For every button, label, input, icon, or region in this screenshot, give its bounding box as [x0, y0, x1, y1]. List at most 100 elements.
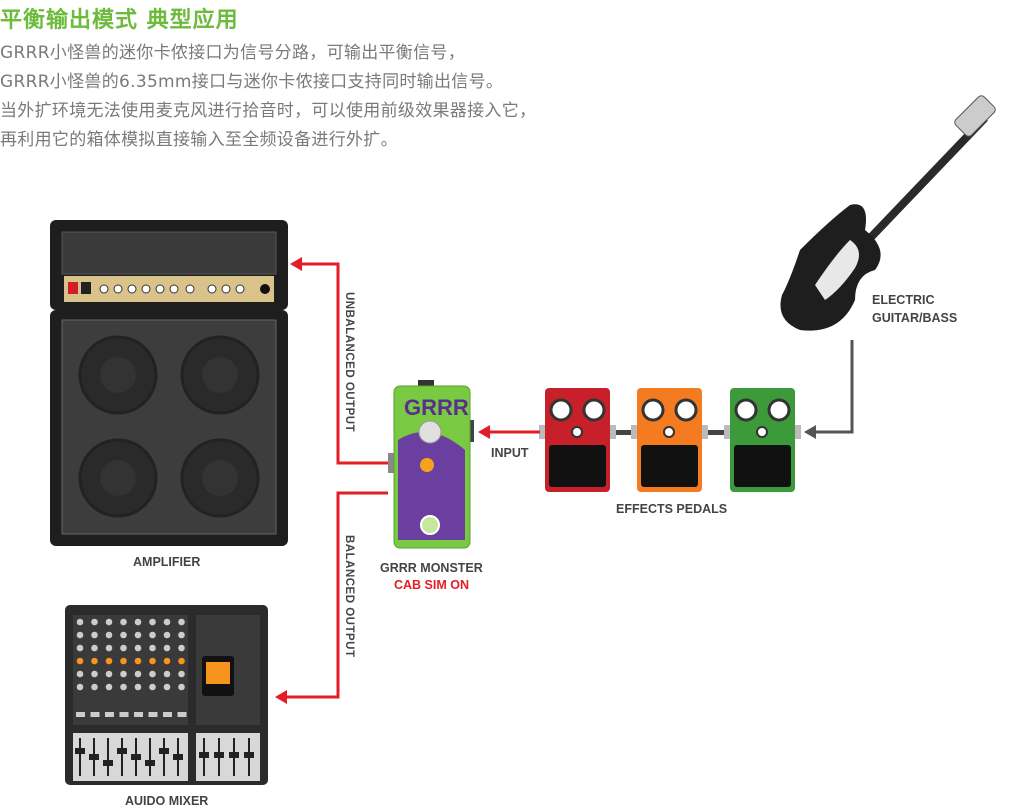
knob: [582, 398, 606, 422]
mixer-knob: [105, 618, 113, 626]
description-line-1: GRRR小怪兽的迷你卡侬接口为信号分路，可输出平衡信号，: [0, 43, 466, 63]
mixer-knob: [91, 644, 98, 652]
mixer-knob: [149, 670, 156, 678]
guitar-signal-arrow: [812, 340, 854, 434]
arrowhead-amplifier: [290, 257, 302, 271]
mixer-knob: [105, 644, 113, 652]
fader-cap: [214, 752, 224, 758]
mixer-knob: [105, 670, 113, 678]
mixer-button: [105, 712, 114, 717]
amplifier-label: AMPLIFIER: [133, 555, 201, 569]
mixer-knob: [149, 657, 156, 665]
knob: [734, 398, 758, 422]
fader-track: [107, 738, 109, 776]
fader-track: [121, 738, 123, 776]
mixer-knob: [134, 631, 142, 639]
mixer-knob: [163, 683, 171, 691]
mixer-button: [90, 712, 100, 717]
fader-cap: [199, 752, 209, 758]
mixer-button: [177, 712, 187, 717]
electric-guitar: [780, 95, 996, 331]
mixer-knob: [91, 618, 98, 626]
knob: [756, 426, 768, 438]
effects-pedal: [724, 388, 801, 492]
mixer-knob: [76, 644, 84, 652]
mixer-knob: [91, 670, 98, 678]
mixer-knob: [134, 657, 142, 665]
mixer-knob: [105, 631, 113, 639]
amplifier-cabinet: [50, 310, 288, 546]
mixer-knob: [163, 670, 171, 678]
fader-cap: [89, 754, 99, 760]
description-line-2: GRRR小怪兽的6.35mm接口与迷你卡侬接口支持同时输出信号。: [0, 72, 504, 92]
mixer-knob: [178, 644, 185, 652]
mixer-knob: [120, 618, 127, 626]
unbalanced-output-arrow: [298, 262, 388, 465]
mixer-knob: [76, 683, 84, 691]
mixer-knob: [178, 670, 185, 678]
guitar-label-line-2: GUITAR/BASS: [872, 311, 958, 325]
mixer-knob: [178, 618, 185, 626]
guitar-label-line-1: ELECTRIC: [872, 293, 935, 307]
mixer-knob: [178, 631, 185, 639]
effects-pedal: [539, 388, 616, 492]
mixer-knob: [134, 670, 142, 678]
pedal-label: GRRR MONSTER: [380, 561, 483, 575]
audio-mixer: [65, 605, 268, 785]
mixer-knob: [76, 618, 84, 626]
mixer-knob: [120, 683, 127, 691]
arrowhead-mixer: [275, 690, 287, 704]
mixer-knob: [91, 631, 98, 639]
mixer-button: [76, 712, 85, 717]
mixer-knob: [120, 631, 127, 639]
balanced-output-arrow: [283, 491, 388, 699]
mixer-knob: [163, 631, 171, 639]
knob: [663, 426, 675, 438]
knob: [641, 398, 665, 422]
mixer-knob: [149, 644, 156, 652]
mixer-knob: [76, 670, 84, 678]
description-line-3: 当外扩环境无法使用麦克风进行拾音时，可以使用前级效果器接入它，: [0, 101, 537, 121]
mixer-knob: [163, 644, 171, 652]
effects-pedal: [631, 388, 708, 492]
footswitch: [641, 445, 698, 487]
mixer-label: AUIDO MIXER: [125, 794, 209, 808]
mixer-button: [119, 712, 129, 717]
knob: [549, 398, 573, 422]
mixer-knob: [120, 644, 127, 652]
mixer-knob: [149, 618, 156, 626]
mixer-knob: [105, 657, 113, 665]
mixer-knob: [134, 644, 142, 652]
fader-track: [163, 738, 165, 776]
grrr-monster-pedal: GRRR: [388, 380, 474, 549]
mixer-button: [163, 712, 172, 717]
fader-cap: [173, 754, 183, 760]
footswitch: [734, 445, 791, 487]
mixer-knob: [120, 657, 127, 665]
unbalanced-output-label: UNBALANCED OUTPUT: [343, 292, 355, 433]
footswitch: [549, 445, 606, 487]
fader-cap: [131, 754, 141, 760]
knob: [674, 398, 698, 422]
amplifier-head: [50, 220, 288, 310]
mixer-knob: [163, 657, 171, 665]
mixer-knob: [134, 683, 142, 691]
fader-cap: [75, 748, 85, 754]
fader-cap: [145, 760, 155, 766]
fader-cap: [117, 748, 127, 754]
arrowhead-input: [478, 425, 490, 439]
mixer-knob: [105, 683, 113, 691]
mixer-knob: [134, 618, 142, 626]
mixer-knob: [149, 683, 156, 691]
effects-pedals-label: EFFECTS PEDALS: [616, 502, 728, 516]
input-label: INPUT: [491, 446, 529, 460]
page-title: 平衡输出模式 典型应用: [0, 8, 239, 33]
mixer-knob: [91, 657, 98, 665]
mixer-knob: [76, 657, 84, 665]
fader-cap: [103, 760, 113, 766]
mixer-knob: [178, 657, 185, 665]
effects-pedals: [539, 388, 801, 492]
fader-track: [149, 738, 151, 776]
mixer-button: [148, 712, 158, 717]
